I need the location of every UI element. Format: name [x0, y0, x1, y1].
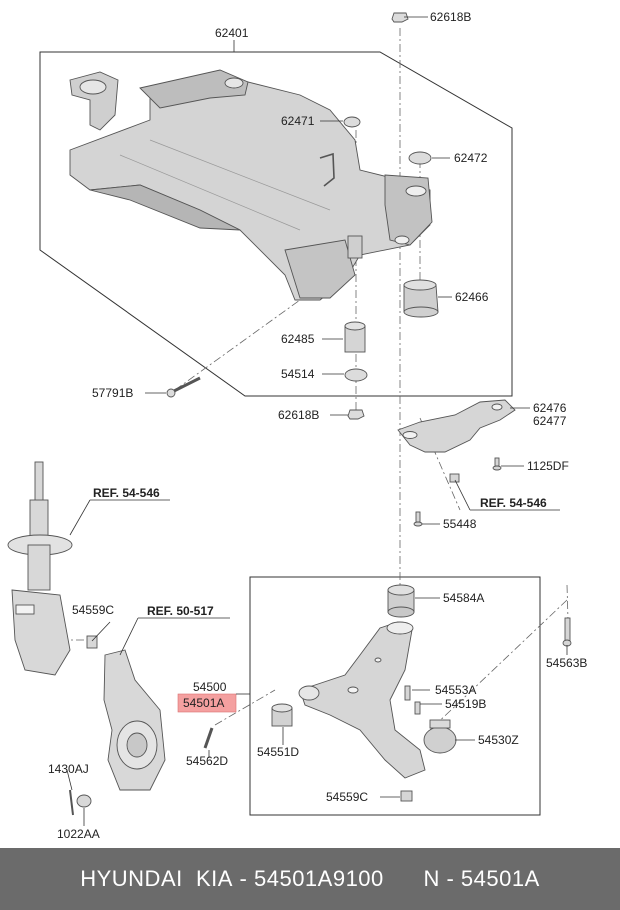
label-54563b: 54563B [546, 656, 587, 670]
nut-62618b-bottom [347, 409, 365, 420]
steering-knuckle [103, 649, 166, 791]
lower-control-arm [298, 621, 426, 779]
strut-assembly [7, 461, 73, 676]
lower-arm-group-box [249, 576, 541, 816]
label-62618b-top: 62618B [430, 10, 471, 24]
bushing-54551d [271, 703, 293, 727]
label-62466: 62466 [455, 290, 489, 304]
label-54501a: 54501A [183, 696, 224, 710]
label-62471: 62471 [281, 114, 315, 128]
parts-diagram: 62618B 62401 62471 62472 62466 62485 545… [7, 10, 587, 841]
footer-brand: HYUNDAI KIA [80, 866, 233, 891]
bolt-55448 [413, 511, 423, 527]
label-54500: 54500 [193, 680, 227, 694]
label-62485: 62485 [281, 332, 315, 346]
label-62477: 62477 [533, 414, 567, 428]
bolt-54553a [404, 685, 411, 701]
footer-separator-1: - [232, 866, 254, 891]
label-62472: 62472 [454, 151, 488, 165]
bolt-54563b [562, 617, 572, 647]
subframe-illustration [69, 69, 433, 301]
label-54562d: 54562D [186, 754, 228, 768]
label-54553a: 54553A [435, 683, 476, 697]
nut-ref-54546 [449, 473, 460, 483]
label-55448: 55448 [443, 517, 477, 531]
subframe-group-outline [39, 51, 513, 397]
footer-separator-2: N - [423, 866, 461, 891]
label-54559c-arm: 54559C [326, 790, 368, 804]
bolt-54562d [203, 727, 214, 749]
label-57791b: 57791B [92, 386, 133, 400]
bracket-62476 [397, 399, 516, 453]
nut-1022aa [76, 794, 92, 808]
nut-62618b-top [391, 12, 409, 23]
label-54584a: 54584A [443, 591, 484, 605]
label-54514: 54514 [281, 367, 315, 381]
label-54551d: 54551D [257, 745, 299, 759]
nut-54559c-strut [86, 635, 98, 649]
label-1022aa: 1022AA [57, 827, 100, 841]
label-62618b-bottom: 62618B [278, 408, 319, 422]
washer-62471 [343, 116, 361, 128]
label-1430aj: 1430AJ [48, 762, 89, 776]
label-54530z: 54530Z [478, 733, 519, 747]
bushing-62466 [403, 279, 439, 318]
washer-54514 [344, 368, 368, 382]
part-number-footer: HYUNDAI KIA - 54501A9100 N - 54501A [0, 848, 620, 910]
ball-joint-54530z [423, 719, 457, 754]
label-54559c-strut: 54559C [72, 603, 114, 617]
bolt-57791b [166, 376, 201, 398]
nut-54559c-arm [400, 790, 413, 802]
bolt-1125df [492, 457, 502, 471]
footer-part-number: 54501A9100 [253, 866, 384, 891]
label-54519b: 54519B [445, 697, 486, 711]
label-ref-54-546-right: REF. 54-546 [480, 496, 547, 510]
label-62476: 62476 [533, 401, 567, 415]
label-ref-54-546-left: REF. 54-546 [93, 486, 160, 500]
footer-ref-code: 54501A [460, 866, 540, 891]
label-1125df: 1125DF [527, 459, 569, 473]
part-54501a-highlight [177, 693, 237, 713]
bushing-62485 [344, 321, 366, 353]
bushing-54584a [387, 584, 415, 618]
label-62401: 62401 [215, 26, 249, 40]
bolt-54519b [414, 701, 421, 715]
pin-1430aj [69, 789, 74, 816]
washer-62472 [408, 151, 432, 165]
label-ref-50-517: REF. 50-517 [147, 604, 214, 618]
